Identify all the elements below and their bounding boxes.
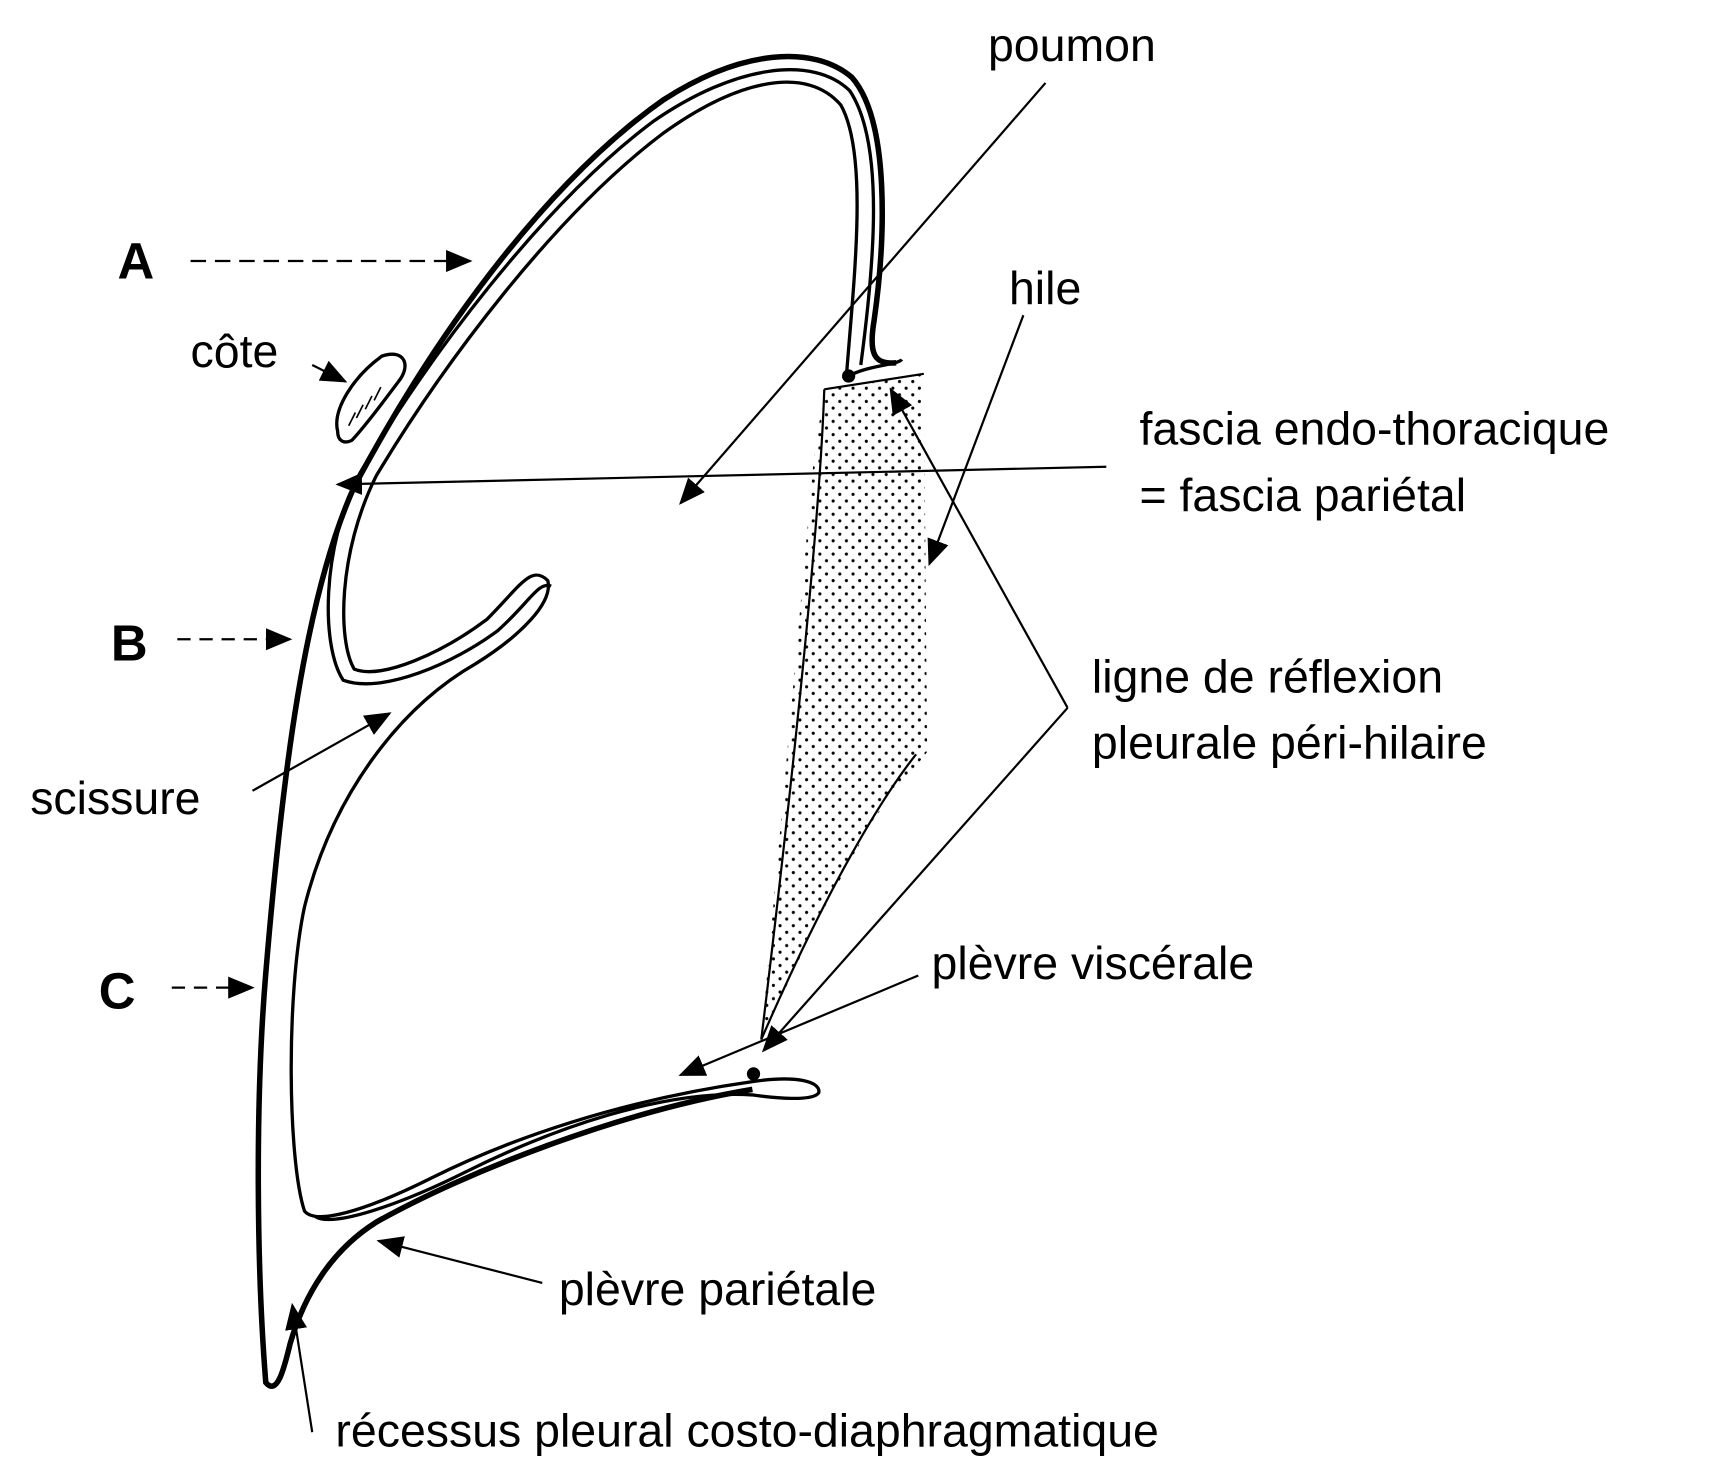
label-poumon: poumon xyxy=(988,19,1156,71)
rib-icon xyxy=(335,352,407,444)
label-plevre-viscerale: plèvre viscérale xyxy=(932,937,1255,989)
arrows xyxy=(171,82,1107,1433)
label-scissure: scissure xyxy=(30,772,200,824)
label-fascia-2: = fascia pariétal xyxy=(1139,469,1466,521)
label-cote: côte xyxy=(191,325,279,377)
label-ligne-2: pleurale péri-hilaire xyxy=(1092,717,1487,769)
letter-a: A xyxy=(118,233,155,290)
letter-b: B xyxy=(111,614,148,671)
label-hile: hile xyxy=(1009,262,1081,314)
label-plevre-parietale: plèvre pariétale xyxy=(559,1263,877,1315)
label-recessus: récessus pleural costo-diaphragmatique xyxy=(335,1405,1158,1457)
plevre-parietale-line xyxy=(255,53,897,1389)
hile-region xyxy=(761,373,928,1040)
letter-c: C xyxy=(99,963,136,1020)
label-fascia-1: fascia endo-thoracique xyxy=(1139,403,1609,455)
lung xyxy=(289,80,859,1222)
label-ligne-1: ligne de réflexion xyxy=(1092,650,1443,702)
